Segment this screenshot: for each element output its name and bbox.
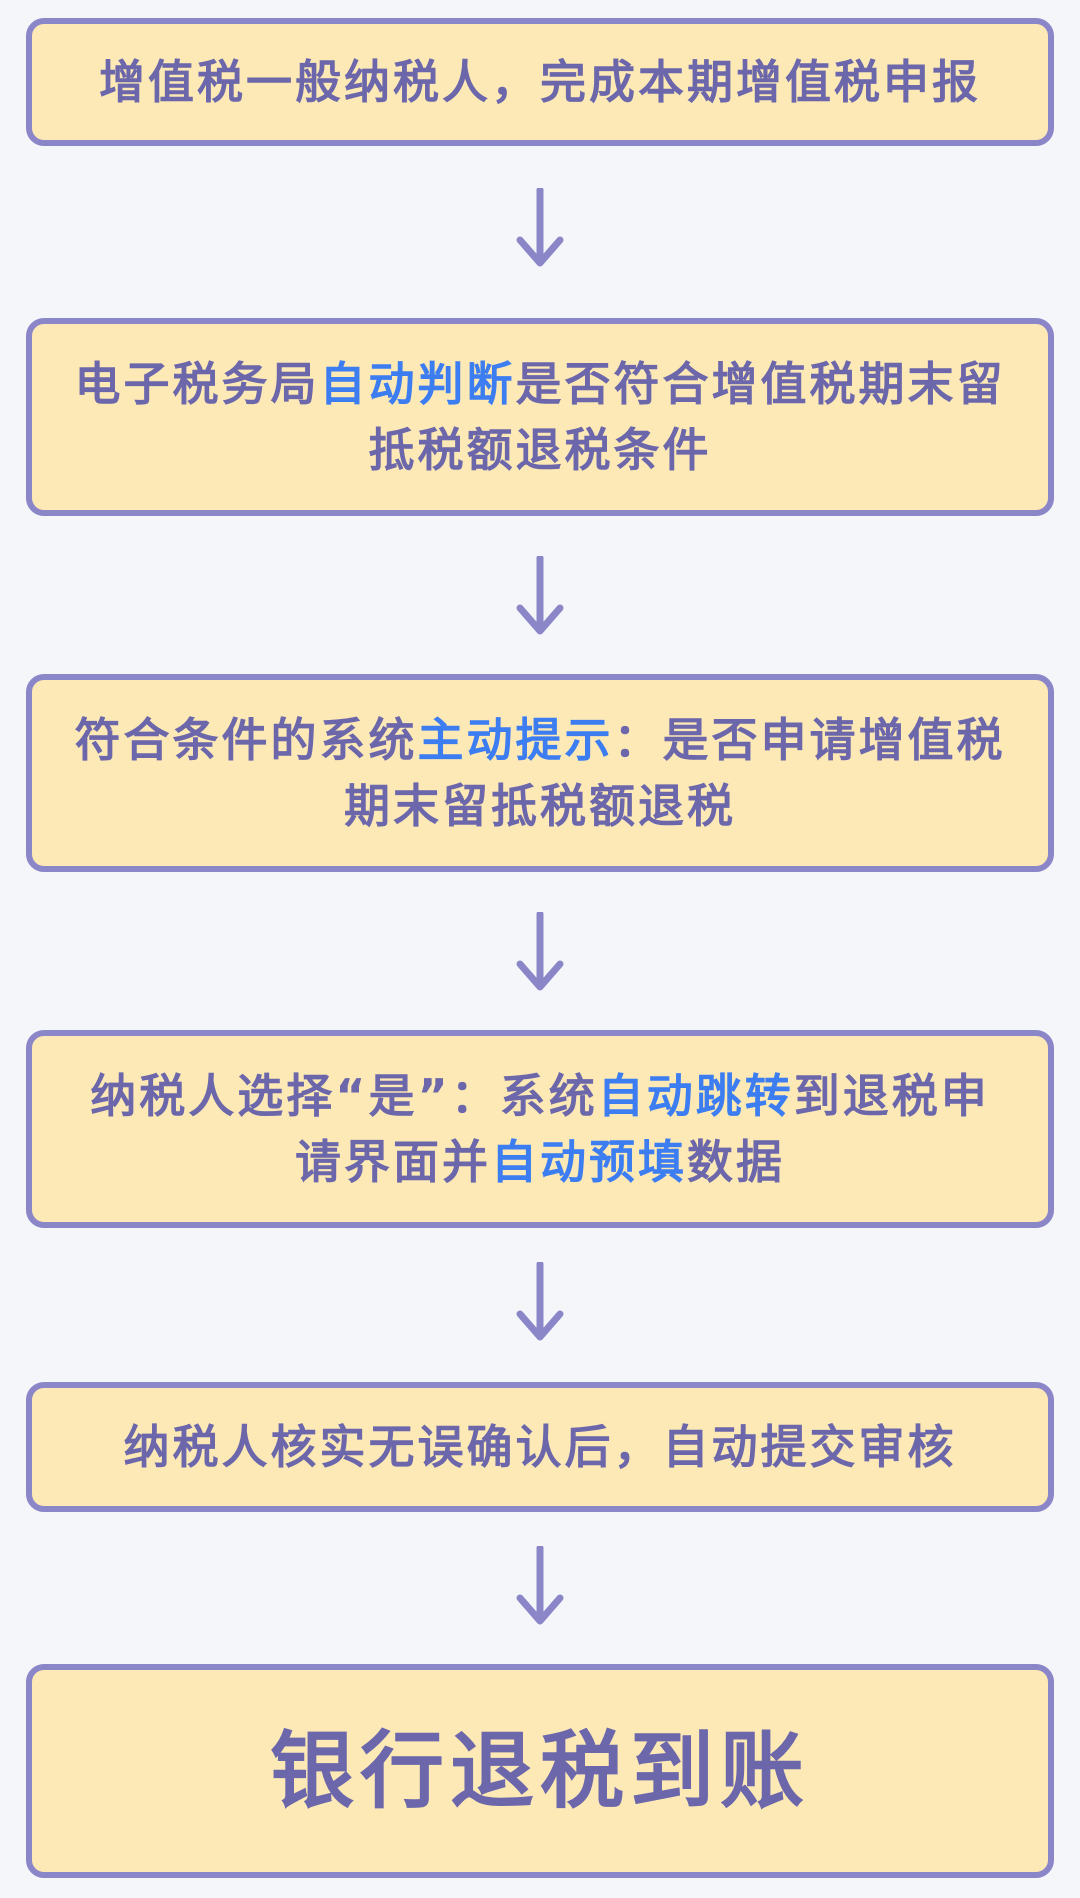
step-2-text-part-1: 电子税务局 [74, 357, 320, 411]
step-3-text-part-1: 符合条件的系统 [74, 713, 418, 767]
step-2-highlight-text: 自动判断 [319, 357, 516, 411]
flow-step-2-text: 电子税务局自动判断是否符合增值税期末留抵税额退税条件 [72, 351, 1008, 483]
step-4-text-part-3: 到退税申请界面并 [295, 1069, 990, 1189]
flow-step-3-text: 符合条件的系统主动提示：是否申请增值税期末留抵税额退税 [72, 707, 1008, 839]
step-4-text-part-1: 纳税人选择“是”：系统 [90, 1069, 598, 1123]
flow-step-6-final: 银行退税到账 [26, 1664, 1054, 1878]
arrow-down-icon [515, 188, 565, 268]
step-4-highlight-text-2: 自动预填 [491, 1135, 687, 1189]
flow-step-1-text: 增值税一般纳税人，完成本期增值税申报 [99, 49, 981, 115]
flow-step-4: 纳税人选择“是”：系统自动跳转到退税申请界面并自动预填数据 [26, 1030, 1054, 1228]
flow-step-5-text: 纳税人核实无误确认后，自动提交审核 [124, 1414, 957, 1480]
flow-step-1: 增值税一般纳税人，完成本期增值税申报 [26, 18, 1054, 146]
flow-step-2: 电子税务局自动判断是否符合增值税期末留抵税额退税条件 [26, 318, 1054, 516]
flow-step-4-text: 纳税人选择“是”：系统自动跳转到退税申请界面并自动预填数据 [72, 1063, 1008, 1195]
arrow-down-icon [515, 1262, 565, 1342]
flow-step-5: 纳税人核实无误确认后，自动提交审核 [26, 1382, 1054, 1512]
step-4-highlight-text-1: 自动跳转 [597, 1069, 794, 1123]
flow-step-3: 符合条件的系统主动提示：是否申请增值税期末留抵税额退税 [26, 674, 1054, 872]
step-4-text-part-5: 数据 [687, 1135, 785, 1189]
step-3-text-part-3: ：是否申请增值税期末留抵税额退税 [344, 713, 1006, 833]
step-3-highlight-text: 主动提示 [417, 713, 614, 767]
arrow-down-icon [515, 1546, 565, 1626]
step-2-text-part-3: 是否符合增值税期末留抵税额退税条件 [368, 357, 1006, 477]
arrow-down-icon [515, 556, 565, 636]
step-1-text-part-1: 增值税一般纳税人，完成本期增值税申报 [99, 55, 981, 109]
step-6-text-part-1: 银行退税到账 [269, 1722, 810, 1820]
flow-step-6-text: 银行退税到账 [270, 1729, 810, 1813]
step-5-text-part-1: 纳税人核实无误确认后，自动提交审核 [123, 1420, 957, 1474]
arrow-down-icon [515, 912, 565, 992]
